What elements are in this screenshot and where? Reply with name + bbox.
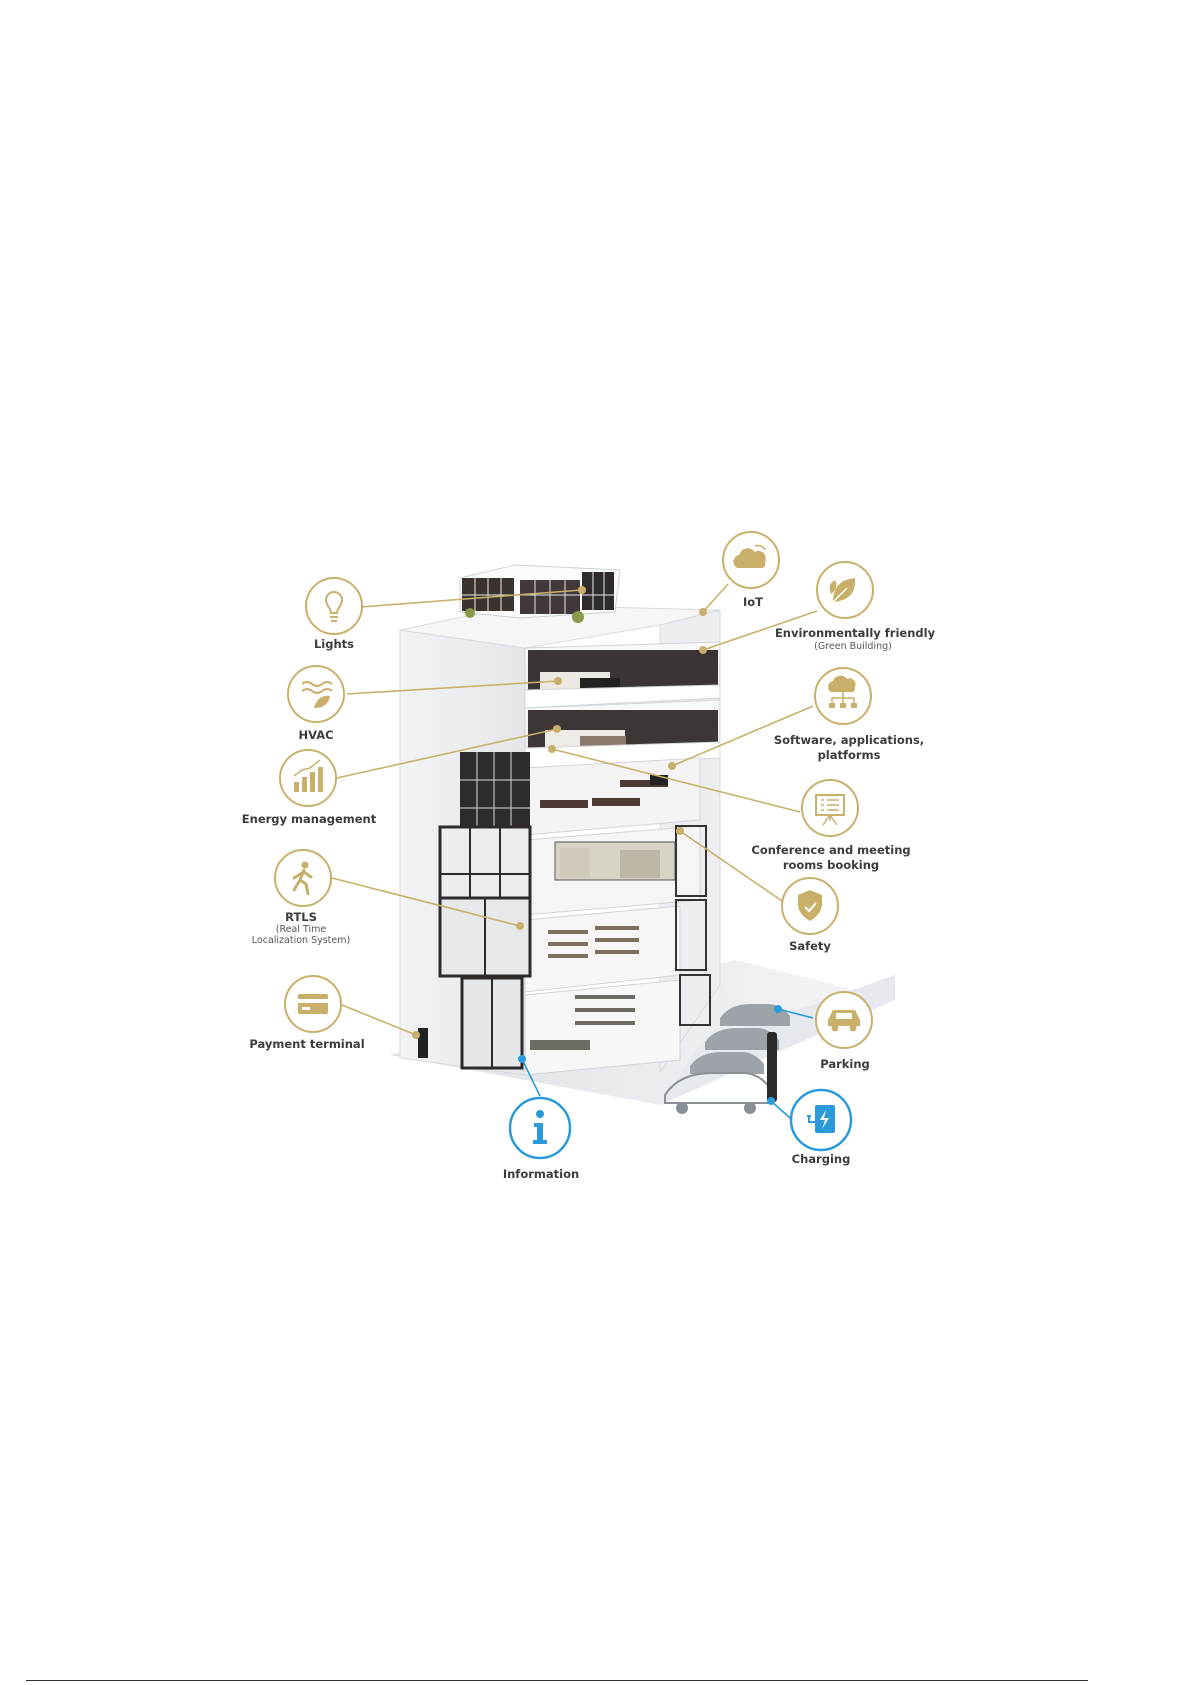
label-rtls-sub-2: Localization System): [252, 935, 350, 946]
label-rtls-sub-1: (Real Time: [276, 924, 326, 935]
label-lights: Lights: [314, 637, 354, 652]
label-rtls: RTLS: [285, 910, 317, 925]
label-safety: Safety: [789, 939, 831, 954]
label-conference-line-2: rooms booking: [783, 858, 879, 873]
label-energy-management: Energy management: [242, 812, 376, 827]
credit-card-icon: [285, 976, 341, 1032]
car-icon: [816, 992, 872, 1048]
walking-person-icon: [275, 850, 331, 906]
label-software-line-1: Software, applications,: [774, 733, 924, 748]
info-icon: [510, 1098, 570, 1158]
ev-charging-icon: [791, 1090, 851, 1150]
shield-check-icon: [782, 878, 838, 934]
label-conference-line-1: Conference and meeting: [751, 843, 910, 858]
label-green-building-sub: (Green Building): [814, 641, 892, 652]
lightbulb-icon: [306, 578, 362, 634]
label-software-line-2: platforms: [818, 748, 881, 763]
cloud-network-icon: [815, 668, 871, 724]
page-footer-rule: [26, 1680, 1088, 1681]
label-payment-terminal: Payment terminal: [249, 1037, 364, 1052]
leaf-icon: [817, 562, 873, 618]
label-hvac: HVAC: [298, 728, 333, 743]
label-environmentally-friendly: Environmentally friendly: [775, 626, 935, 641]
label-parking: Parking: [820, 1057, 870, 1072]
label-iot: IoT: [743, 595, 763, 610]
cloud-icon: [723, 532, 779, 588]
energy-bars-icon: [280, 750, 336, 806]
payment-kiosk: [418, 1028, 428, 1058]
charging-post: [767, 1032, 777, 1102]
label-charging: Charging: [792, 1152, 851, 1167]
hvac-airflow-icon: [288, 666, 344, 722]
presentation-board-icon: [802, 780, 858, 836]
label-information: Information: [503, 1167, 579, 1182]
connector-iot: [703, 584, 728, 612]
